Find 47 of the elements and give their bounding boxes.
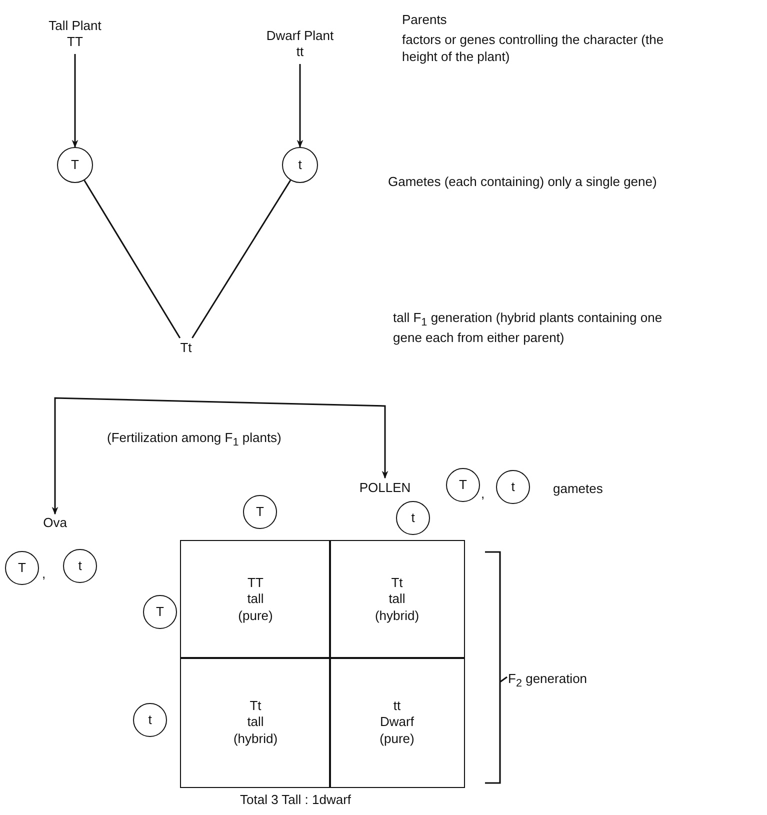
annotation-text: F$_{2}$ generation — [508, 671, 588, 691]
genotype-text: TT — [248, 575, 264, 592]
genotype-text: Tt — [391, 575, 403, 592]
gene-circle: t — [133, 703, 167, 737]
plant-label: POLLEN — [359, 480, 411, 496]
genotype-text: tall — [247, 591, 264, 608]
genotype-text: (hybrid) — [374, 608, 420, 624]
separator-comma: , — [42, 566, 47, 583]
punnett-cell — [180, 540, 331, 659]
punnett-cell — [329, 657, 465, 788]
gene-circle: t — [396, 501, 430, 535]
punnett-cell — [329, 540, 465, 659]
annotation-text: Gametes (each containing) only a single gene) — [388, 174, 658, 191]
gene-circle: t — [496, 470, 530, 504]
plant-label: Ova — [43, 514, 67, 532]
plant-label: Dwarf Plant — [266, 28, 334, 44]
arrow — [296, 64, 304, 148]
ratio-text: Total 3 Tall : 1dwarf — [240, 792, 352, 809]
plant-label: Tall Plant — [48, 18, 102, 34]
plant-label: TT — [67, 34, 83, 50]
genotype-text: Tt — [250, 698, 262, 714]
gene-circle: T — [5, 551, 39, 585]
gene-circle: T — [243, 495, 277, 529]
gene-circle: t — [282, 147, 318, 183]
connector-line — [84, 180, 181, 338]
gene-circle: t — [63, 549, 97, 583]
annotation-text: factors or genes controlling the character (the height of the plant) — [402, 32, 665, 66]
annotation-text: tall F$_{1}$ generation (hybrid plants containing one gene each from either parent) — [393, 310, 664, 347]
arrow — [72, 54, 78, 148]
genotype-text: tall — [388, 591, 406, 608]
genotype-text: tall — [247, 714, 264, 731]
genotype-text: (pure) — [380, 730, 414, 747]
connector-line — [192, 180, 292, 338]
annotation-text: gametes — [553, 481, 604, 498]
genotype-text: Dwarf — [380, 714, 414, 731]
arrow — [52, 397, 388, 515]
separator-comma: , — [481, 486, 486, 503]
genotype-text: (pure) — [238, 608, 273, 624]
gene-circle: T — [57, 147, 93, 183]
annotation-text: Parents — [402, 12, 448, 29]
punnett-cell — [180, 657, 331, 788]
genotype-text: (hybrid) — [233, 730, 278, 747]
plant-label: tt — [296, 44, 304, 60]
genotype-text: tt — [393, 698, 401, 714]
gene-circle: T — [143, 595, 177, 629]
plant-label: Tt — [180, 340, 192, 356]
gene-circle: T — [446, 468, 480, 502]
